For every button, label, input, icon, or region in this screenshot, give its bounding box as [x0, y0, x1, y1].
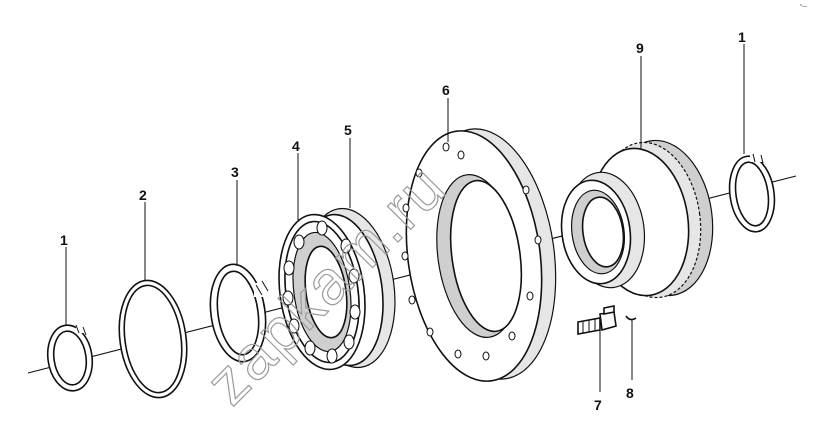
- callout-washer: 8: [626, 385, 634, 401]
- corner-mark: °—: [800, 4, 807, 10]
- callout-bolt: 7: [594, 397, 602, 413]
- part-ring-left: [46, 323, 94, 392]
- part-bolt: [577, 305, 617, 335]
- part-washer: [625, 315, 637, 321]
- part-gear: [560, 139, 714, 299]
- callout-gear: 9: [636, 40, 644, 56]
- callout-snap-ring: 3: [231, 164, 239, 180]
- part-snap-ring: [209, 263, 270, 363]
- part-shim-ring: [118, 279, 188, 399]
- callout-bearing-race: 5: [344, 122, 352, 138]
- callout-ring-left: 1: [60, 232, 68, 248]
- callout-flange: 6: [442, 82, 450, 98]
- part-roller-bearing: [278, 207, 396, 371]
- callout-shim: 2: [139, 187, 147, 203]
- part-flange: [401, 128, 557, 382]
- part-ring-right: [728, 152, 776, 233]
- callout-bearing: 4: [292, 138, 300, 154]
- callout-ring-right: 1: [738, 29, 746, 45]
